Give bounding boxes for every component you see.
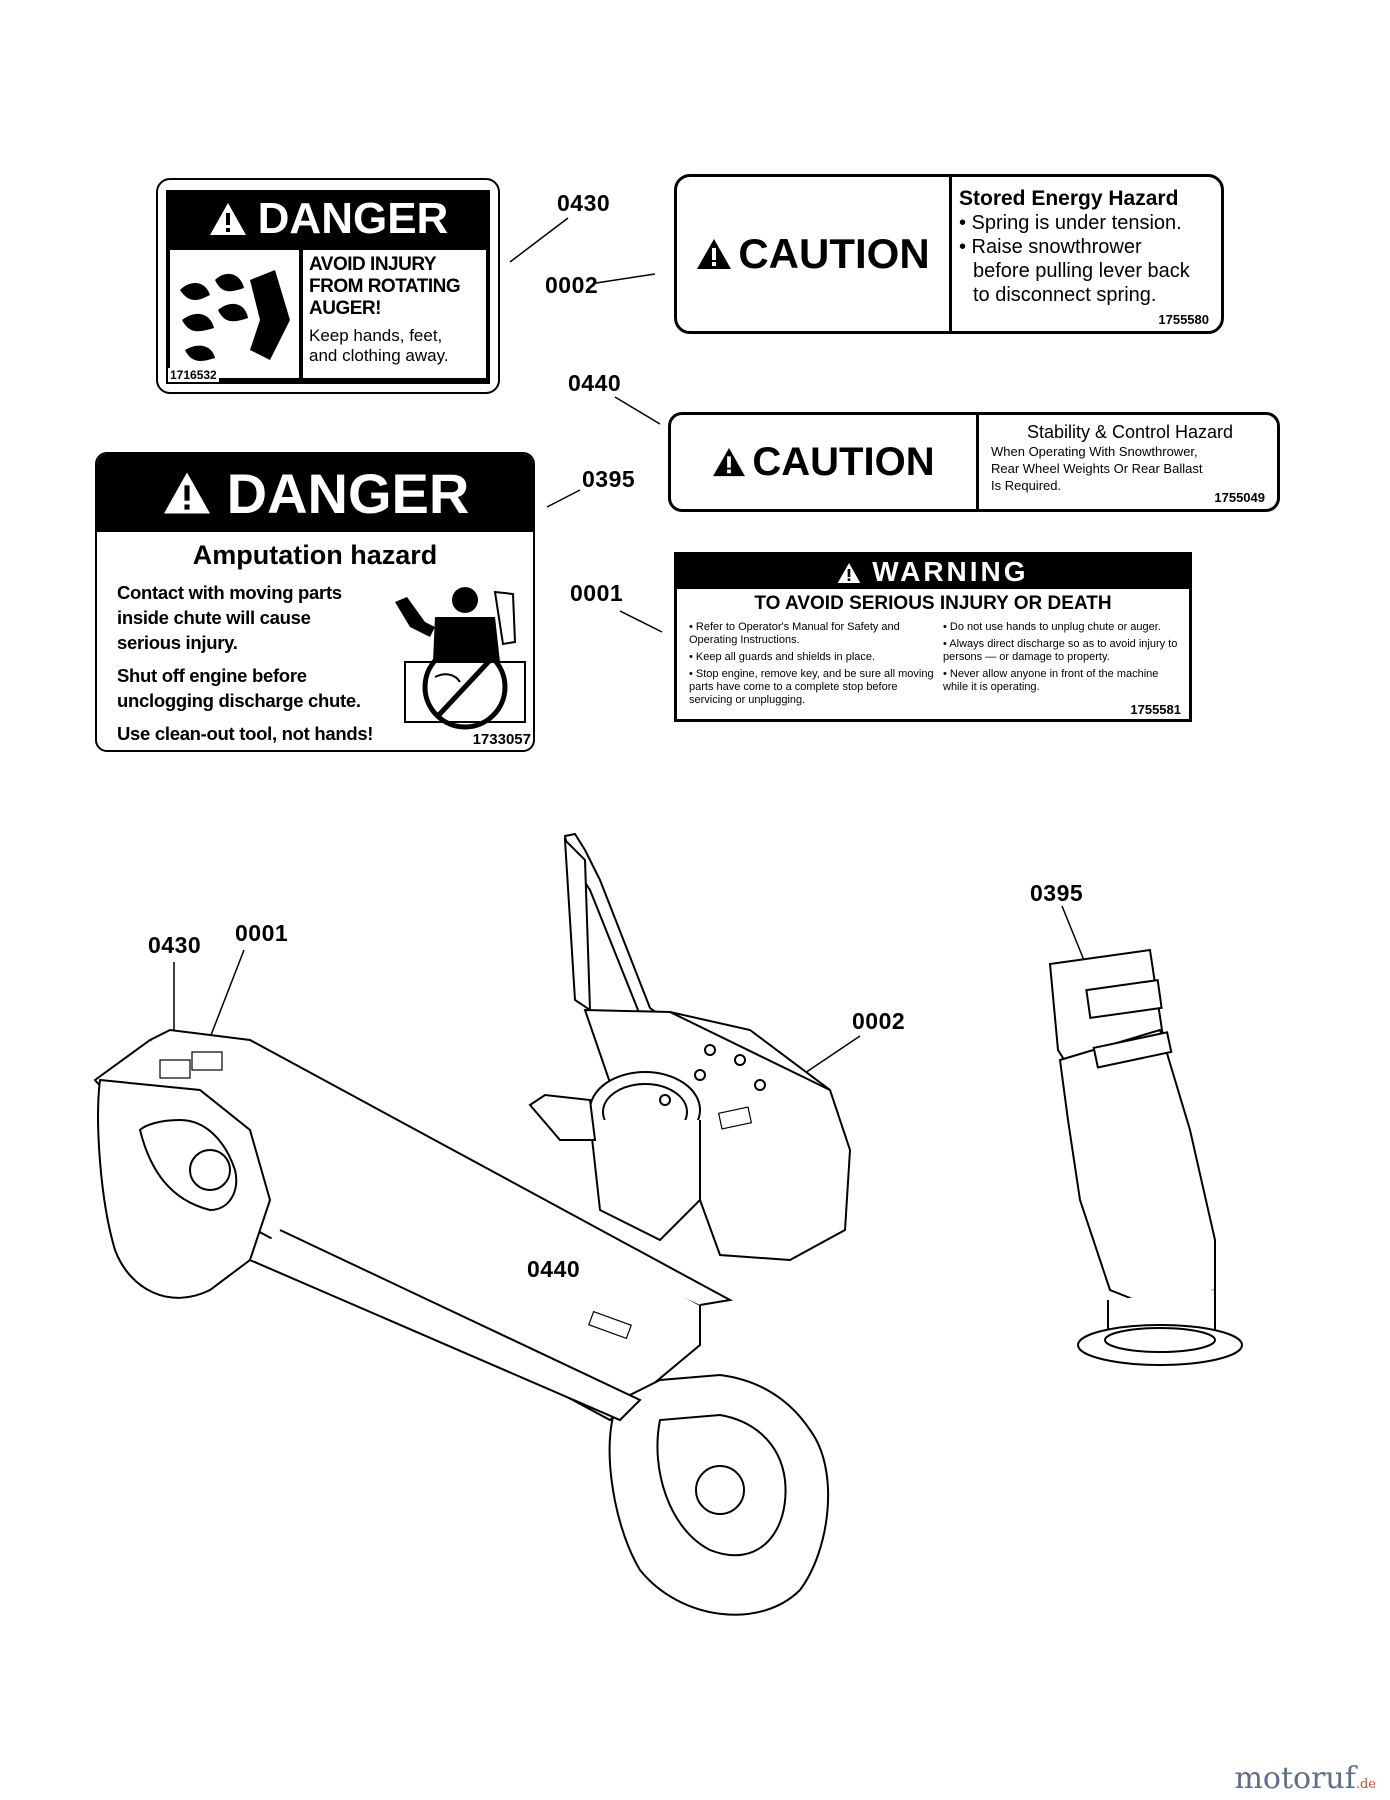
decal-0430-title-line: AUGER! (309, 298, 381, 319)
decal-0001-header: WARNING (677, 555, 1189, 589)
leader-0395-top (546, 489, 581, 508)
callout-0395-bottom: 0395 (1030, 880, 1084, 906)
decal-0001-bullet: • Do not use hands to unplug chute or au… (943, 621, 1161, 633)
decal-0002-caution-stored-energy: CAUTION Stored Energy Hazard • Spring is… (674, 174, 1224, 334)
decal-0002-title: Stored Energy Hazard (959, 187, 1179, 210)
leader-0002-top (595, 273, 656, 284)
decal-0002-bullet-cont: to disconnect spring. (973, 284, 1157, 306)
decal-0001-bullet: • Keep all guards and shields in place. (689, 651, 876, 663)
decal-0001-header-text: WARNING (872, 556, 1029, 587)
decal-0440-line: Rear Wheel Weights Or Rear Ballast (991, 461, 1203, 476)
decal-0001-left-column: • Refer to Operator's Manual for Safety … (689, 621, 934, 711)
callout-0440-top: 0440 (568, 370, 622, 396)
decal-0395-body: Contact with moving parts inside chute w… (117, 580, 377, 750)
housing-decal-outlines (159, 1051, 753, 1340)
decal-0001-bullet: • Never allow anyone in front of the mac… (943, 668, 1159, 693)
decal-0002-header-text: CAUTION (738, 230, 930, 277)
decal-0001-warning: WARNING TO AVOID SERIOUS INJURY OR DEATH… (674, 552, 1192, 722)
auger-hazard-icon (170, 250, 299, 378)
decal-0440-header: CAUTION (671, 415, 979, 509)
decal-0395-line: Contact with moving parts (117, 582, 342, 603)
decal-0430-header-text: DANGER (257, 194, 449, 243)
discharge-chute (1048, 948, 1243, 1366)
decal-0430-title-line: FROM ROTATING (309, 276, 461, 297)
decal-0002-bullet: • Raise snowthrower (959, 236, 1142, 258)
decal-0395-title: Amputation hazard (192, 540, 438, 570)
decal-0440-part-number: 1755049 (1214, 490, 1265, 505)
warning-triangle-icon (838, 563, 861, 583)
warning-triangle-icon (209, 203, 246, 235)
decal-0001-bullet: • Always direct discharge so as to avoid… (943, 638, 1178, 663)
decal-0001-bullet: • Stop engine, remove key, and be sure a… (689, 668, 934, 706)
decal-0002-bullet-cont: before pulling lever back (973, 260, 1190, 282)
warning-triangle-icon (713, 447, 746, 477)
decal-0440-caution-stability: CAUTION Stability & Control Hazard When … (668, 412, 1280, 512)
hand-in-chute-prohibited-icon (395, 587, 526, 730)
decal-0002-bullet: • Spring is under tension. (959, 212, 1182, 234)
decal-0395-line: serious injury. (117, 632, 238, 653)
decal-0440-header-text: CAUTION (752, 439, 935, 484)
decal-0395-line: Use clean-out tool, not hands! (117, 723, 374, 744)
decal-0430-body: Keep hands, feet, and clothing away. (309, 326, 480, 366)
decal-0002-header: CAUTION (677, 177, 952, 331)
decal-0001-bullet: • Refer to Operator's Manual for Safety … (689, 621, 900, 646)
decal-0395-line: Shut off engine before (117, 665, 307, 686)
callout-0430-top: 0430 (557, 190, 611, 216)
decal-0395-part-number: 1733057 (472, 731, 531, 748)
decal-0430-body-line: and clothing away. (309, 346, 449, 365)
decal-0001-part-number: 1755581 (1130, 702, 1181, 717)
callout-0395-top: 0395 (582, 466, 636, 492)
decal-0001-title: TO AVOID SERIOUS INJURY OR DEATH (754, 593, 1112, 614)
callout-0440-bottom: 0440 (527, 1256, 581, 1282)
decal-0440-title: Stability & Control Hazard (1026, 422, 1234, 442)
callout-0430-bottom: 0430 (148, 932, 202, 958)
decal-0430-danger-auger: DANGER AVOID INJURY FROM ROTATING AUGER! (156, 178, 500, 394)
watermark-suffix: .de (1355, 1777, 1376, 1792)
callout-0001-top: 0001 (570, 580, 624, 606)
decal-0440-line: Is Required. (991, 478, 1062, 493)
leader-0430-top (509, 217, 569, 263)
snowthrower-housing (93, 832, 852, 1616)
decal-0430-title: AVOID INJURY FROM ROTATING AUGER! (309, 254, 480, 320)
decal-0430-part-number: 1716532 (168, 368, 219, 382)
callout-0001-bottom: 0001 (235, 920, 289, 946)
watermark-text: motoruf (1234, 1761, 1356, 1796)
decal-0395-header-text: DANGER (226, 461, 470, 525)
decal-0395-header: DANGER (97, 454, 533, 532)
leader-0001-top (619, 610, 663, 633)
leader-0001-bottom (205, 949, 245, 1049)
decal-0395-line: inside chute will cause (117, 607, 311, 628)
decal-0395-danger-amputation: DANGER Amputation hazard Contact with mo… (95, 452, 535, 752)
watermark-logo: motoruf.de (1234, 1761, 1376, 1796)
decal-0002-part-number: 1755580 (1158, 312, 1209, 327)
callout-0002-bottom: 0002 (852, 1008, 906, 1034)
decal-0430-body-line: Keep hands, feet, (309, 326, 443, 345)
decal-0430-title-line: AVOID INJURY (309, 254, 437, 275)
decal-0395-line: unclogging discharge chute. (117, 690, 361, 711)
warning-triangle-icon (697, 239, 732, 269)
decal-0001-right-column: • Do not use hands to unplug chute or au… (943, 621, 1183, 698)
warning-triangle-icon (163, 472, 210, 514)
leader-0440-top (614, 396, 661, 425)
decal-0430-header: DANGER (166, 190, 490, 248)
callout-0002-top: 0002 (545, 272, 599, 298)
decal-0440-line: When Operating With Snowthrower, (991, 444, 1198, 459)
